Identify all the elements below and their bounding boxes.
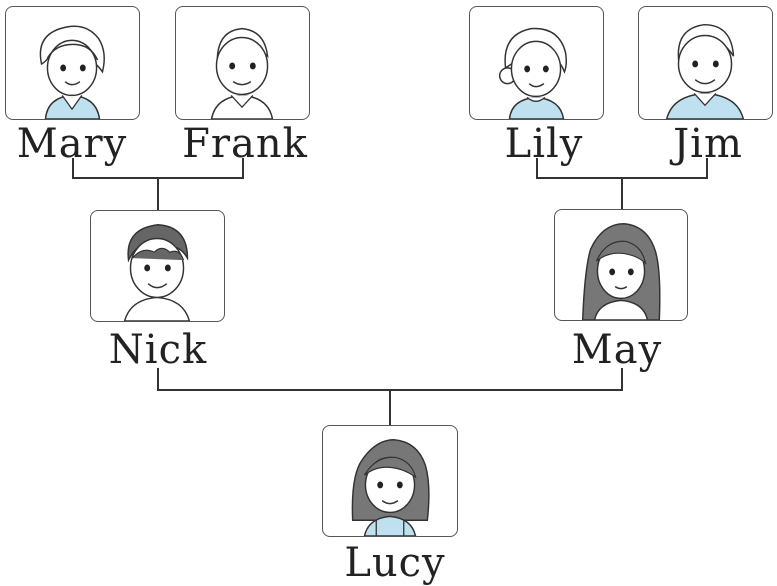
lily-name: Lily <box>454 122 634 166</box>
jim-name: Jim <box>618 122 777 166</box>
frank-portrait <box>175 6 310 120</box>
jim-portrait <box>638 6 773 120</box>
nick-portrait <box>90 210 225 322</box>
connector-to-lucy <box>389 389 391 425</box>
may-name: May <box>527 328 707 372</box>
mary-portrait <box>5 6 140 120</box>
lily-portrait <box>469 6 604 120</box>
connector-to-may <box>621 177 623 209</box>
may-portrait <box>554 209 688 321</box>
frank-name: Frank <box>155 122 335 166</box>
lucy-portrait <box>322 425 458 537</box>
mary-name: Mary <box>0 122 162 166</box>
lucy-name: Lucy <box>305 541 485 585</box>
connector-to-nick <box>157 177 159 210</box>
nick-name: Nick <box>68 328 248 372</box>
